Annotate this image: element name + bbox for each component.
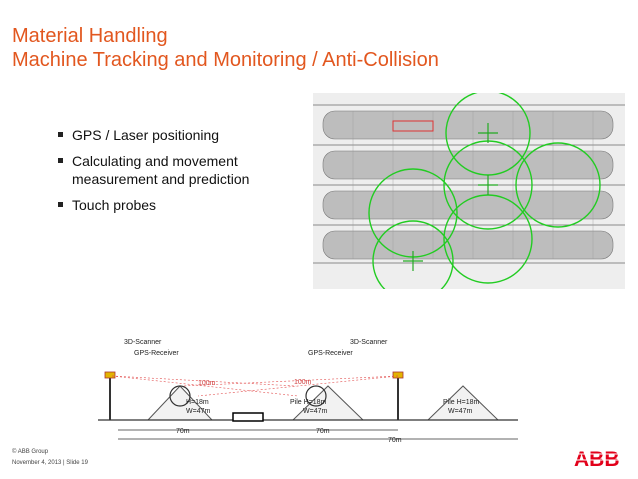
slide-title: Material Handling Machine Tracking and M… [12,24,439,72]
bullet-item: Touch probes [58,196,273,214]
pile-height-label: H=18m [186,399,209,406]
scanner-left-label: 3D-Scanner [124,339,162,346]
bullet-item: Calculating and movement measurement and… [58,152,273,188]
distance-label: 100m [198,380,216,387]
gps-right-label: GPS-Receiver [308,350,353,357]
span-label: 70m [176,428,190,435]
gps-left-label: GPS-Receiver [134,350,179,357]
title-line-1: Material Handling [12,25,168,47]
abb-logo: ABB [572,448,620,469]
span-label: 70m [388,437,402,444]
bullet-square-icon [58,132,63,137]
bullet-square-icon [58,202,63,207]
pile-height-label: Pile H=18m [443,399,480,406]
pile-width-label: W=47m [448,408,472,415]
date-slide-text: November 4, 2013 | Slide 19 [12,460,88,466]
pile-width-label: W=47m [186,408,210,415]
stockyard-map-image [313,93,625,289]
scanner-right-label: 3D-Scanner [350,339,388,346]
bullet-list: GPS / Laser positioning Calculating and … [58,126,273,222]
title-line-2: Machine Tracking and Monitoring / Anti-C… [12,49,439,71]
distance-label: 100m [294,379,312,386]
span-label: 70m [316,428,330,435]
copyright-text: © ABB Group [12,449,49,455]
pile-width-label: W=47m [303,408,327,415]
pile-height-label: Pile H=18m [290,399,327,406]
svg-text:ABB: ABB [574,448,620,469]
bullet-square-icon [58,158,63,163]
scanner-cross-section-diagram: 3D-Scanner 3D-Scanner GPS-Receiver GPS-R… [98,339,518,444]
bullet-item: GPS / Laser positioning [58,126,273,144]
